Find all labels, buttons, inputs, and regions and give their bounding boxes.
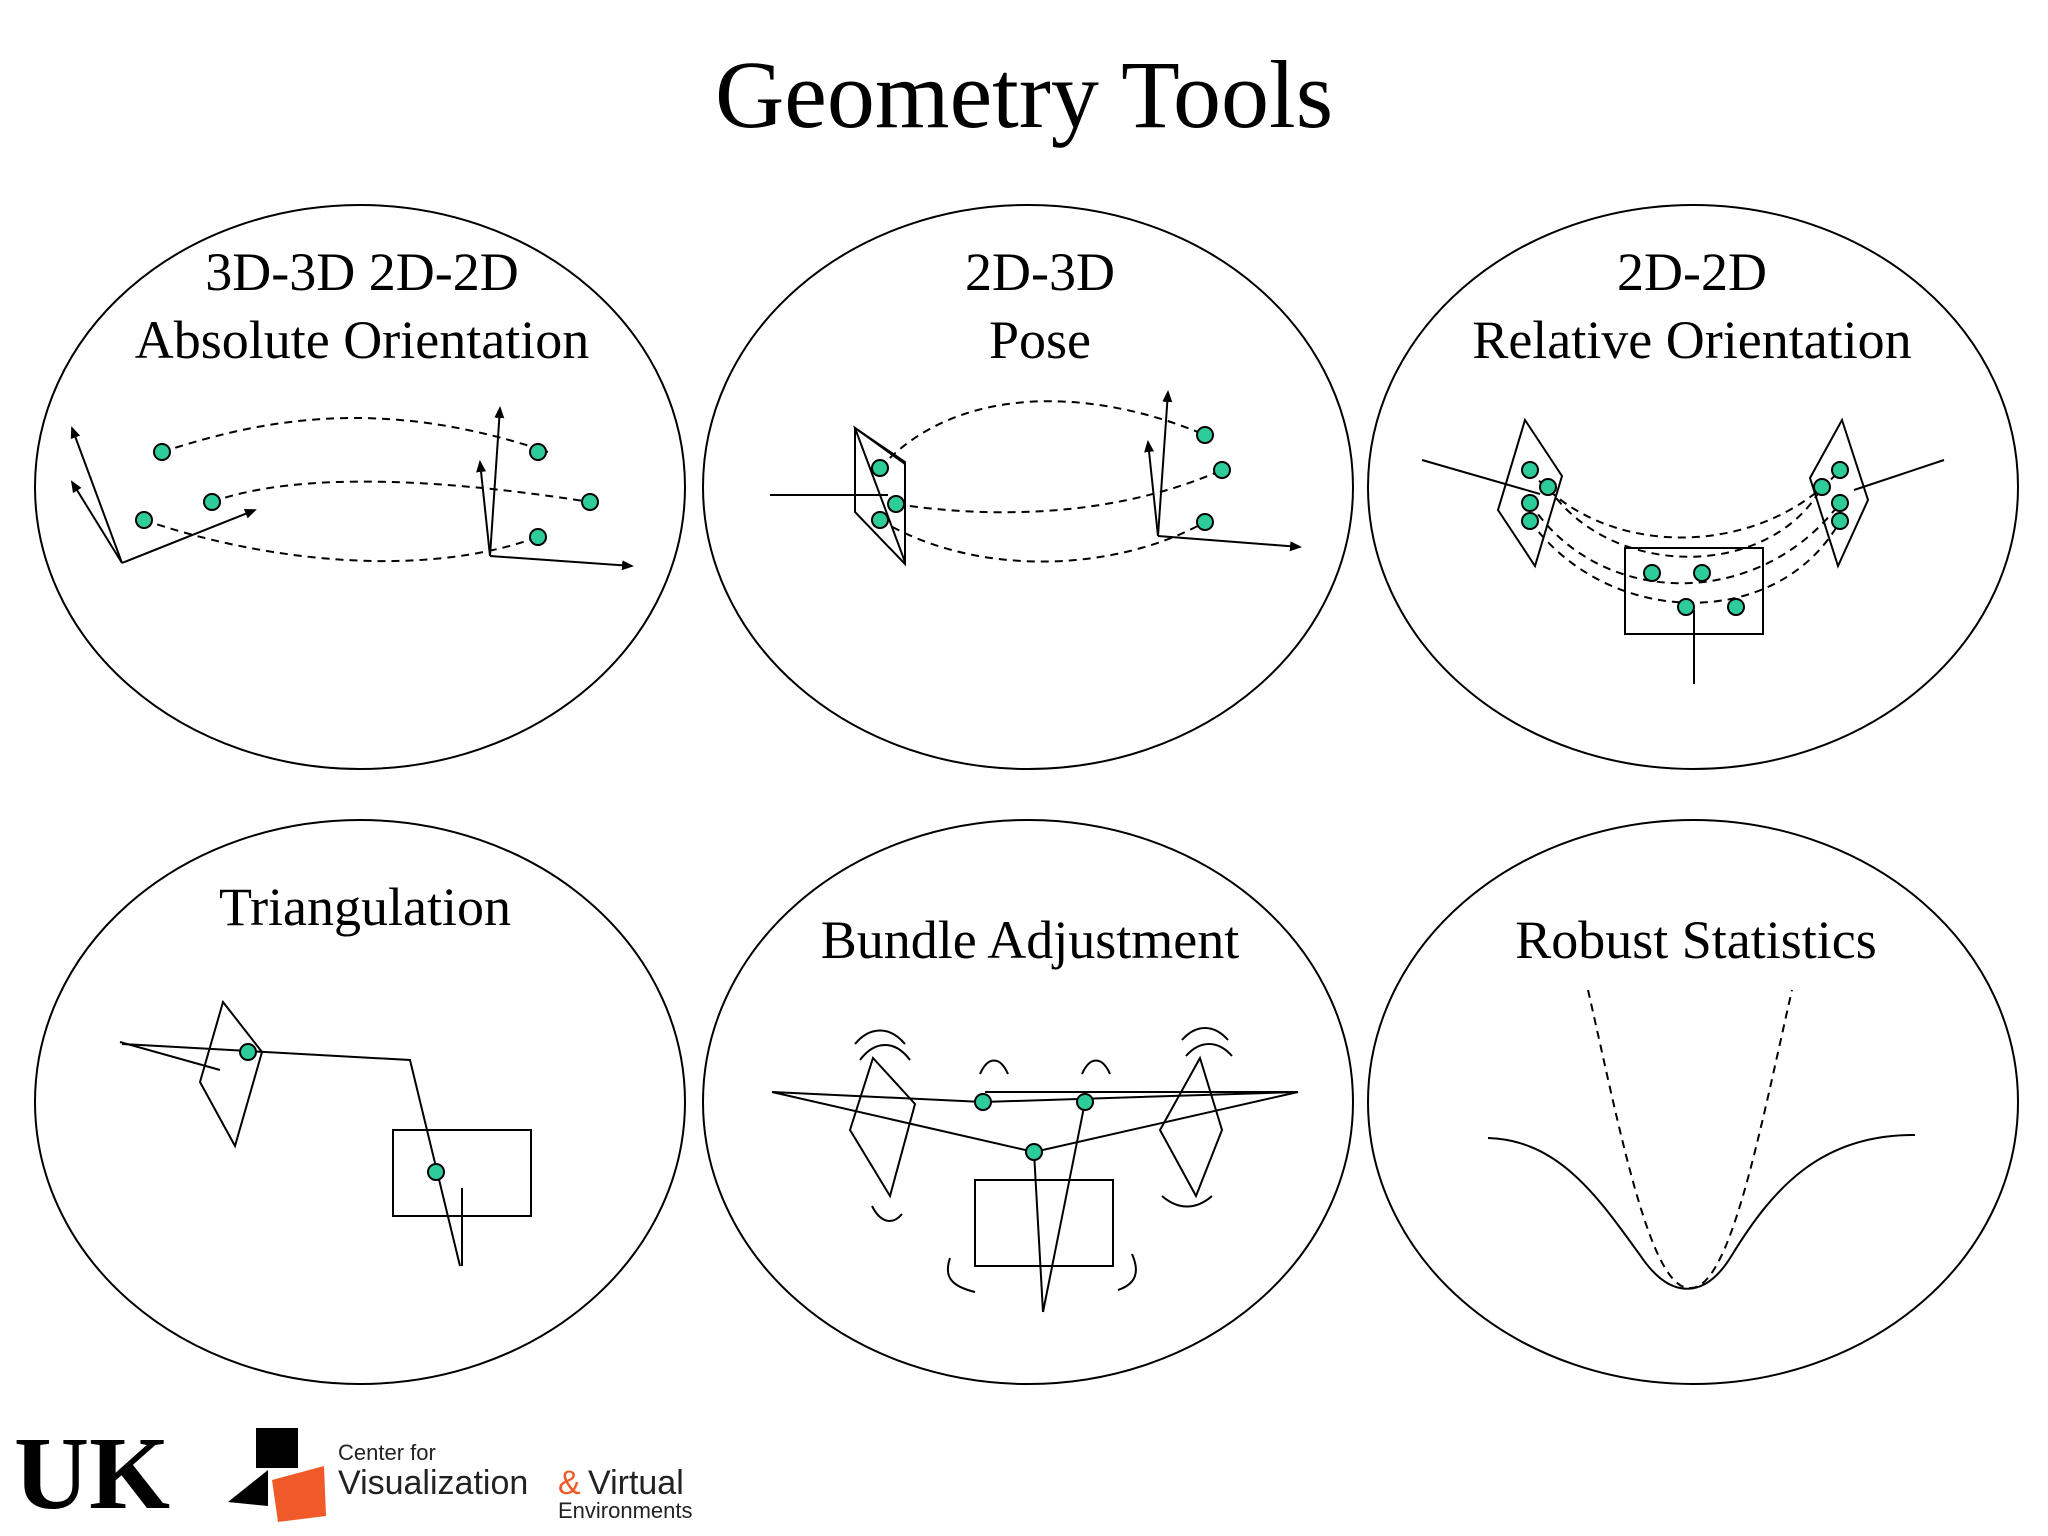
panel-bundle-adjustment: Bundle Adjustment — [702, 819, 1354, 1385]
coordinate-frame — [1144, 390, 1302, 552]
panel-outline — [702, 819, 1354, 1385]
feature-points — [1521, 461, 1849, 616]
panel-label-line: Absolute Orientation — [135, 310, 589, 370]
bundle-rays — [771, 1055, 1299, 1313]
robust-loss-curve — [1487, 1133, 1916, 1290]
panel-outline — [34, 819, 686, 1385]
slide-title: Geometry Tools — [714, 41, 1334, 148]
correspondence-curves — [879, 400, 1223, 563]
camera-planes — [1421, 417, 1945, 684]
panel-label-line: Robust Statistics — [1515, 910, 1877, 970]
panel-outline — [1367, 819, 2019, 1385]
panel-label-line: 3D-3D 2D-2D — [205, 242, 518, 302]
panel-label-line: 2D-3D — [965, 242, 1115, 302]
cvve-logo: Center for Visualization & Virtual Envir… — [228, 1428, 693, 1523]
cvve-line1: Center for — [338, 1440, 436, 1465]
cvve-virtual: Virtual — [588, 1464, 684, 1502]
panel-label-line: Relative Orientation — [1472, 310, 1911, 370]
quadratic-loss-curve — [1587, 989, 1793, 1290]
uk-logo: UK — [14, 1416, 170, 1531]
cvve-ampersand: & — [558, 1464, 581, 1502]
correspondence-curves — [1529, 469, 1841, 604]
uncertainty-arcs — [854, 1027, 1233, 1293]
cvve-line3: Environments — [558, 1498, 693, 1523]
feature-points — [871, 426, 1231, 531]
coordinate-frame-right — [476, 406, 634, 571]
panel-triangulation: Triangulation — [34, 819, 686, 1385]
panel-relative-orientation: 2D-2D Relative Orientation — [1367, 204, 2019, 770]
panel-absolute-orientation: 3D-3D 2D-2D Absolute Orientation — [34, 204, 686, 770]
panel-pose: 2D-3D Pose — [702, 204, 1354, 770]
panel-robust-statistics: Robust Statistics — [1367, 819, 2019, 1385]
panel-label-line: Pose — [989, 310, 1091, 370]
triangulation-rays — [119, 999, 532, 1267]
correspondence-curves — [143, 416, 591, 563]
panel-outline — [702, 204, 1354, 770]
panel-outline — [34, 204, 686, 770]
camera-image-plane — [770, 425, 906, 567]
coordinate-frame-left — [70, 426, 257, 564]
panel-label-line: Bundle Adjustment — [821, 910, 1240, 970]
panel-label-line: 2D-2D — [1617, 242, 1767, 302]
feature-points — [135, 443, 599, 546]
cvve-line2: Visualization — [338, 1464, 528, 1502]
feature-points — [974, 1093, 1094, 1161]
uk-logo-text: UK — [14, 1416, 170, 1531]
panel-outline — [1367, 204, 2019, 770]
feature-points — [239, 1043, 445, 1181]
panel-label-line: Triangulation — [219, 877, 511, 937]
